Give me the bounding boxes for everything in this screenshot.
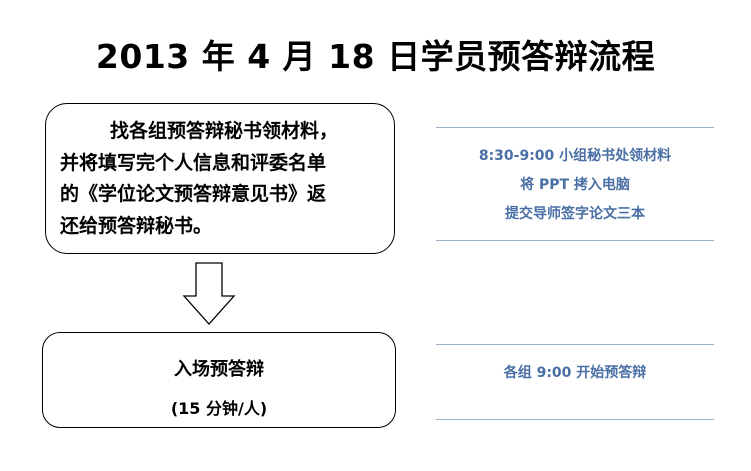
note2-text: 各组 9:00 开始预答辩 bbox=[503, 365, 647, 381]
step1-line: 的《学位论文预答辩意见书》返 bbox=[60, 183, 327, 205]
step1-line: 并将填写完个人信息和评委名单 bbox=[60, 151, 327, 174]
step1-line: 找各组预答辩秘书领材料， bbox=[110, 120, 339, 142]
step2-box: 入场预答辩 (15 分钟/人) bbox=[42, 332, 396, 428]
step2-detail: (15 分钟/人) bbox=[170, 399, 268, 418]
note1-line: 提交导师签字论文三本 bbox=[505, 206, 645, 222]
step1-line: 还给预答辩秘书。 bbox=[60, 214, 213, 237]
down-arrow-icon bbox=[182, 262, 236, 325]
note1-panel: 8:30-9:00 小组秘书处领材料 将 PPT 拷入电脑 提交导师签字论文三本 bbox=[436, 127, 714, 241]
note2-panel: 各组 9:00 开始预答辩 bbox=[436, 344, 714, 420]
note1-line: 将 PPT 拷入电脑 bbox=[520, 177, 630, 193]
step1-box: 找各组预答辩秘书领材料， 并将填写完个人信息和评委名单 的《学位论文预答辩意见书… bbox=[45, 103, 395, 254]
page-title: 2013 年 4 月 18 日学员预答辩流程 bbox=[95, 37, 656, 76]
step2-title: 入场预答辩 bbox=[174, 359, 264, 380]
note1-line: 8:30-9:00 小组秘书处领材料 bbox=[478, 148, 672, 164]
